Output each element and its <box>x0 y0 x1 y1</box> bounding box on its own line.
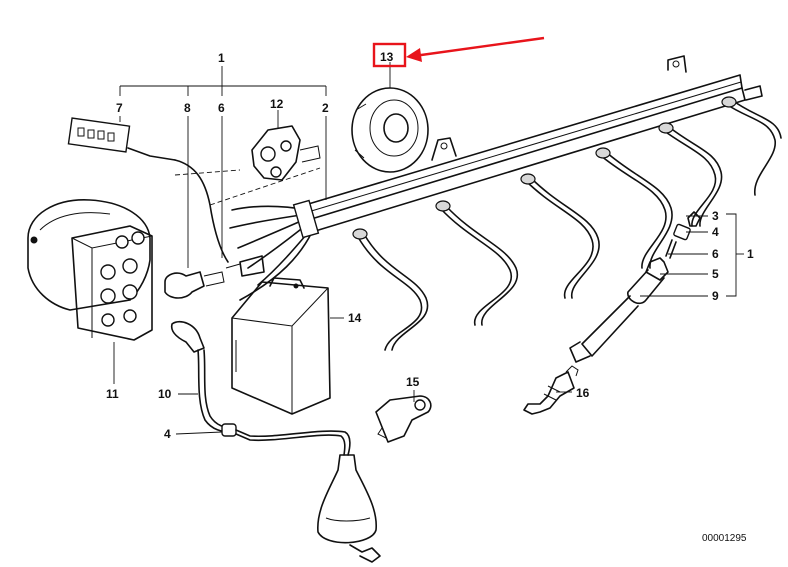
highlight-annotation <box>372 36 545 68</box>
callout-15: 15 <box>406 375 420 389</box>
callout-6-left: 6 <box>218 101 225 115</box>
plug-leads <box>352 96 782 351</box>
callout-11: 11 <box>106 387 119 401</box>
callout-3: 3 <box>712 209 719 223</box>
angled-connector <box>164 255 265 299</box>
callout-16: 16 <box>576 386 590 400</box>
sensor-plate <box>251 125 321 181</box>
connector-plug <box>67 117 321 263</box>
highlight-arrowhead <box>406 48 422 62</box>
callout-1-right: 1 <box>747 247 754 261</box>
capacitor-box <box>231 277 331 415</box>
callout-7: 7 <box>116 101 123 115</box>
callout-6-right: 6 <box>712 247 719 261</box>
bracket <box>375 395 432 443</box>
callout-9: 9 <box>712 289 719 303</box>
distributor <box>27 199 153 341</box>
callout-1-top: 1 <box>218 51 225 65</box>
callout-4-right: 4 <box>712 225 719 239</box>
reference-number: 00001295 <box>702 533 747 544</box>
callout-5: 5 <box>712 267 719 281</box>
highlight-arrow <box>413 36 545 58</box>
callout-13: 13 <box>380 50 394 64</box>
callout-2: 2 <box>322 101 329 115</box>
plug-boot-assembly <box>569 211 701 363</box>
callouts: 1 7 8 6 12 2 13 3 4 6 5 9 1 14 11 10 4 1… <box>106 50 754 441</box>
callout-14: 14 <box>348 311 362 325</box>
callout-4-left: 4 <box>164 427 171 441</box>
suppression-ring <box>351 87 429 173</box>
coil-lead <box>170 320 351 456</box>
spark-plug <box>523 365 579 415</box>
callout-8: 8 <box>184 101 191 115</box>
callout-12: 12 <box>270 97 284 111</box>
callout-10: 10 <box>158 387 172 401</box>
leader-lines <box>113 62 744 435</box>
highlight-box <box>372 42 407 68</box>
lead-fan <box>229 199 320 301</box>
coil-boot <box>317 454 381 563</box>
